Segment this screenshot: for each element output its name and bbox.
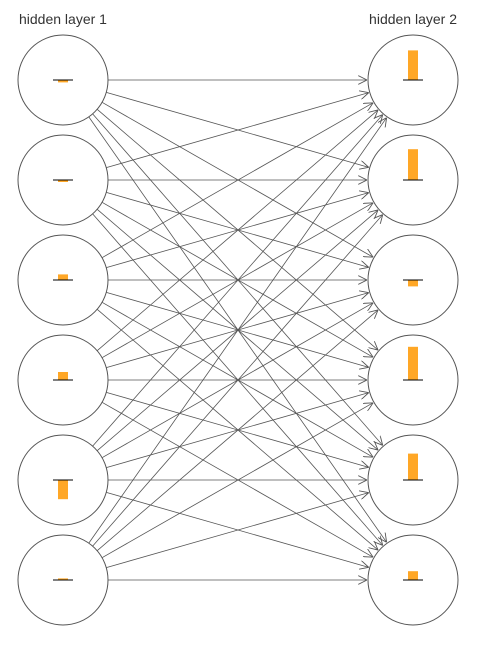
activation-bar (58, 480, 68, 500)
activation-bar (408, 50, 418, 80)
activation-bar (58, 180, 68, 182)
layer-2-node-6 (367, 534, 459, 626)
layer-1-node-6 (17, 534, 109, 626)
activation-bar (408, 453, 418, 480)
edge-6-to-2 (92, 215, 383, 547)
edge-6-to-4 (101, 403, 373, 559)
edge-6-to-5 (106, 493, 369, 569)
activation-bar (408, 571, 418, 580)
layer-2-node-1 (367, 34, 459, 126)
edges-group (88, 80, 387, 580)
layer-2-node-2 (367, 134, 459, 226)
layer-1-title: hidden layer 1 (19, 11, 107, 27)
activation-bar (58, 372, 68, 380)
layer-1-node-5 (17, 434, 109, 526)
layer-2-node-4 (367, 334, 459, 426)
layer-1-node-4 (17, 334, 109, 426)
edge-3-to-1 (101, 103, 373, 259)
activation-bar (408, 280, 418, 287)
layer-1-node-2 (17, 134, 109, 226)
edge-6-to-1 (88, 118, 387, 544)
edge-2-to-1 (106, 93, 369, 169)
activation-bar (58, 578, 68, 580)
activation-bar (58, 80, 68, 83)
nodes-group (17, 34, 459, 626)
activation-bar (408, 346, 418, 380)
layer-2-node-3 (367, 234, 459, 326)
activation-bar (58, 274, 68, 280)
layer-1-node-3 (17, 234, 109, 326)
layer-2-title: hidden layer 2 (369, 11, 457, 27)
layer-1-node-1 (17, 34, 109, 126)
edge-6-to-3 (96, 310, 378, 552)
layer-2-node-5 (367, 434, 459, 526)
edge-4-to-1 (96, 110, 378, 352)
edge-5-to-1 (92, 115, 383, 447)
activation-bar (408, 149, 418, 180)
